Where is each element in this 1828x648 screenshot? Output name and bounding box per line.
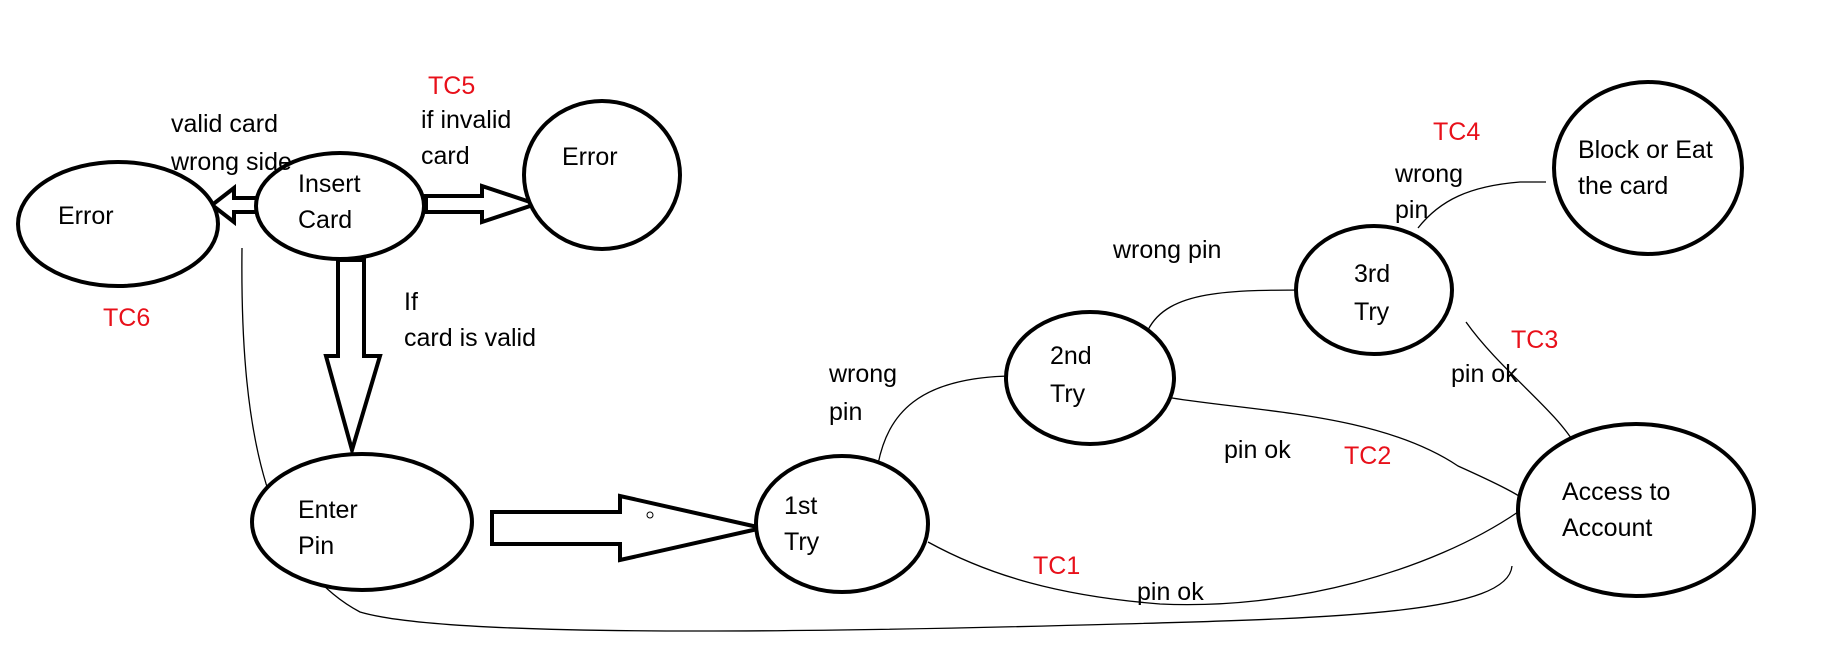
node-label: Account	[1562, 514, 1652, 542]
node-label: 2nd	[1050, 342, 1092, 370]
test-case-label: TC6	[103, 304, 150, 332]
node-label: Access to	[1562, 478, 1670, 506]
test-case-label: TC1	[1033, 552, 1080, 580]
node-error-right: Error	[522, 99, 682, 251]
node-enter-pin: Enter Pin	[250, 452, 474, 592]
node-label: Enter	[298, 496, 358, 524]
edge-label: wrong	[1394, 160, 1463, 188]
edge-label: card is valid	[404, 324, 536, 352]
arrow-enter-pin-to-1st-try	[490, 493, 763, 563]
arrow-insert-card-to-enter-pin	[323, 258, 383, 458]
node-label: 3rd	[1354, 260, 1390, 288]
node-label: Insert	[298, 170, 361, 198]
edge-label: wrong	[828, 360, 897, 388]
edge-label: wrong pin	[1112, 236, 1221, 264]
stray-dot	[646, 511, 654, 519]
edge-label: if invalid	[421, 106, 511, 134]
edge-label: pin	[829, 398, 862, 426]
node-label: Card	[298, 206, 352, 234]
node-block-or-eat-card: Block or Eat the card	[1552, 80, 1744, 256]
edge-2nd-try-to-3rd-try	[1147, 289, 1313, 331]
test-case-label: TC4	[1433, 118, 1480, 146]
edge-label: valid card	[171, 110, 278, 138]
edge-label: card	[421, 142, 470, 170]
node-error-left: Error	[16, 160, 220, 288]
node-label: Block or Eat	[1578, 136, 1713, 164]
arrow-insert-card-to-error-right	[424, 183, 543, 225]
edge-label: wrong side	[170, 148, 292, 176]
edge-3rd-try-to-access-account	[1465, 321, 1577, 447]
node-label: 1st	[784, 492, 817, 520]
edge-label: pin	[1395, 196, 1428, 224]
edge-3rd-try-to-block-card	[1417, 181, 1546, 229]
node-1st-try: 1st Try	[754, 454, 930, 594]
node-label: Pin	[298, 532, 334, 560]
edge-label: pin ok	[1224, 436, 1291, 464]
edge-2nd-try-to-access-account	[1171, 397, 1531, 505]
node-2nd-try: 2nd Try	[1004, 310, 1176, 446]
edge-label: If	[404, 288, 418, 316]
edge-label: pin ok	[1451, 360, 1518, 388]
node-label: Error	[562, 143, 618, 171]
node-label: Try	[784, 528, 820, 556]
test-case-label: TC2	[1344, 442, 1391, 470]
edge-1st-try-to-access-account	[927, 511, 1519, 606]
edge-1st-try-to-2nd-try	[877, 375, 1011, 465]
test-case-label: TC3	[1511, 326, 1558, 354]
arrow-insert-card-to-error-left	[208, 183, 260, 227]
node-insert-card: Insert Card	[254, 151, 426, 261]
node-label: Try	[1354, 298, 1390, 326]
test-case-label: TC5	[428, 72, 475, 100]
node-label: Error	[58, 202, 114, 230]
node-label: Try	[1050, 380, 1086, 408]
node-label: the card	[1578, 172, 1668, 200]
node-3rd-try: 3rd Try	[1294, 224, 1454, 356]
edge-label: pin ok	[1137, 578, 1204, 606]
node-access-to-account: Access to Account	[1516, 422, 1756, 598]
